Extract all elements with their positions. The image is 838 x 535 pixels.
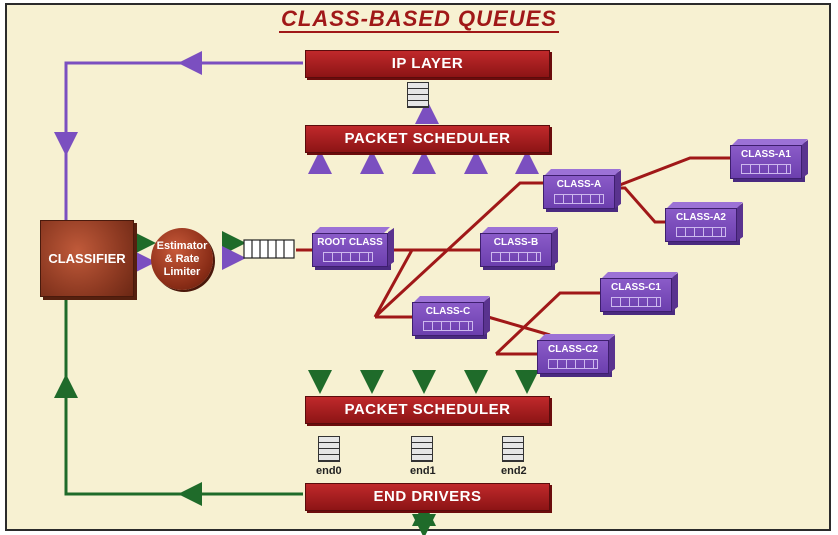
ip-layer-queue [407,82,429,108]
class-c-box: CLASS-C [412,302,484,336]
class-a-box: CLASS-A [543,175,615,209]
packet-scheduler-top-bar: PACKET SCHEDULER [305,125,550,153]
classifier-box: CLASSIFIER [40,220,134,297]
scheduler-bottom-arrows [308,370,539,394]
diagram-title: CLASS-BASED QUEUES [279,6,559,33]
class-a1-box: CLASS-A1 [730,145,802,179]
packet-scheduler-bottom-bar: PACKET SCHEDULER [305,396,550,424]
end-drivers-bar: END DRIVERS [305,483,550,511]
end2-label: end2 [501,465,527,477]
scheduler-top-arrows [308,100,539,174]
class-c1-box: CLASS-C1 [600,278,672,312]
end1-queue [411,436,433,462]
class-tree-links [373,156,733,356]
class-b-box: CLASS-B [480,233,552,267]
purple-feedback-line [64,61,303,220]
estimator-circle: Estimator & Rate Limiter [151,228,213,290]
end0-label: end0 [316,465,342,477]
input-queue [243,239,295,259]
green-feedback-line [64,296,303,496]
end1-label: end1 [410,465,436,477]
class-a2-box: CLASS-A2 [665,208,737,242]
class-c2-box: CLASS-C2 [537,340,609,374]
root-class-box: ROOT CLASS [312,233,388,267]
ip-layer-bar: IP LAYER [305,50,550,78]
end0-queue [318,436,340,462]
end2-queue [502,436,524,462]
